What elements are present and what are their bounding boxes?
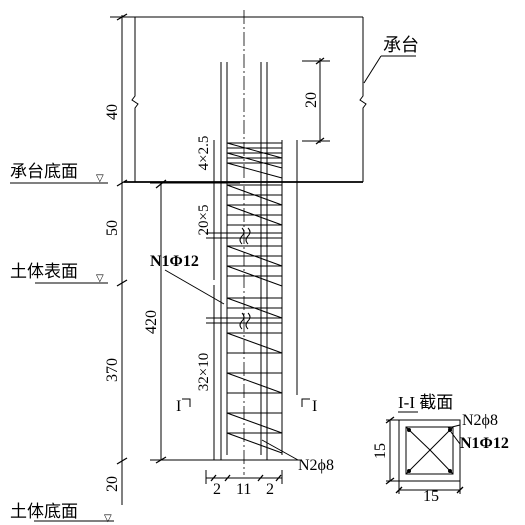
- dim-bottom-extra: 20: [104, 476, 121, 492]
- main-bar-label: N1Φ12: [150, 253, 199, 270]
- stirrup-leader: [261, 439, 299, 461]
- stirrups-mid-zone: [206, 184, 283, 287]
- left-dimension-chain: [110, 13, 140, 505]
- dim-low-spacing: 32×10: [196, 353, 212, 391]
- stirrups-low-zone: [206, 297, 283, 454]
- dim-below-soil: 370: [104, 358, 121, 382]
- section-mark-right: I: [312, 398, 317, 415]
- total-length-dimension: [150, 179, 240, 464]
- section-stirrup-label: N2ϕ8: [462, 412, 498, 429]
- section-cut-right: I: [301, 398, 317, 415]
- stirrup-label: N2ϕ8: [298, 457, 334, 474]
- dim-section-height: 15: [372, 443, 389, 459]
- cap-leader: [363, 55, 382, 84]
- cap-bottom-label: 承台底面: [10, 162, 78, 181]
- level-cap-bottom: 承台底面 ▽: [10, 162, 108, 184]
- cross-section: [398, 419, 461, 482]
- soil-bottom-mark: ▽: [104, 513, 112, 524]
- dim-bottom-w2: 11: [236, 481, 251, 498]
- cap-label: 承台: [383, 35, 419, 55]
- bottom-width-dimension: [205, 470, 283, 484]
- section-cut-left: I: [176, 398, 191, 415]
- main-bar-leader: [164, 269, 225, 305]
- section-mark-left: I: [176, 398, 181, 415]
- dim-bottom-w1: 2: [213, 481, 221, 498]
- section-main-bar-label: N1Φ12: [460, 435, 509, 452]
- pile-cap: [124, 16, 367, 183]
- soil-surface-mark: ▽: [96, 273, 104, 284]
- dim-bottom-w3: 2: [266, 481, 274, 498]
- dim-mid-spacing: 20×5: [196, 205, 212, 236]
- dim-cap-height: 40: [104, 104, 121, 120]
- level-soil-bottom: 土体底面 ▽: [10, 502, 114, 524]
- section-main-bar-leader: [450, 431, 461, 445]
- cap-bottom-mark: ▽: [96, 173, 104, 184]
- embed-dimension: [302, 57, 330, 145]
- section-width-dimension: [395, 481, 464, 494]
- section-stirrup-leader: [447, 424, 461, 429]
- main-bars: [213, 62, 302, 461]
- section-height-dimension: [385, 416, 399, 485]
- soil-bottom-label: 土体底面: [10, 502, 78, 521]
- dim-section-width: 15: [423, 488, 439, 505]
- soil-surface-label: 土体表面: [10, 262, 78, 281]
- dim-total-length: 420: [143, 310, 160, 334]
- section-title: I-I 截面: [398, 393, 453, 412]
- dim-above-soil: 50: [104, 220, 121, 236]
- dim-embed-length: 20: [303, 92, 320, 108]
- dim-top-spacing: 4×2.5: [196, 136, 212, 171]
- level-soil-surface: 土体表面 ▽: [10, 262, 108, 284]
- stirrups-top-zone: [226, 142, 283, 179]
